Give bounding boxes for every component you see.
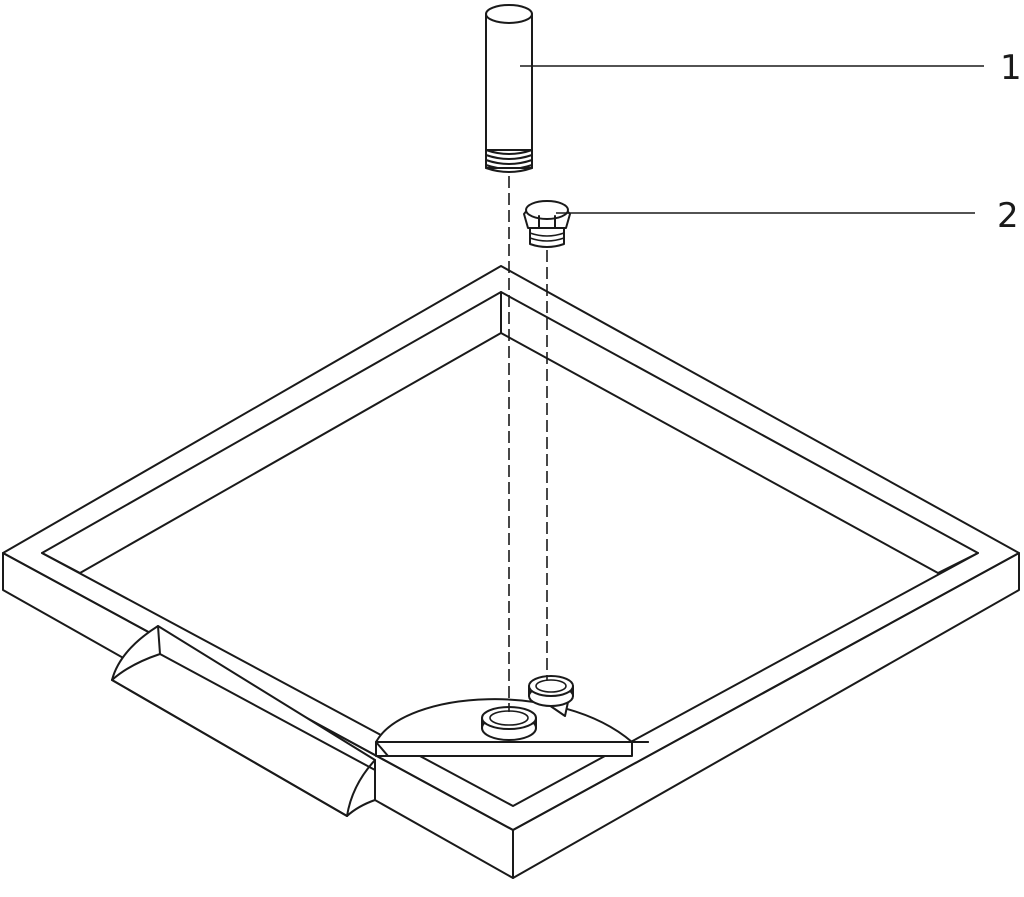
socket-2 — [528, 675, 574, 717]
callout-2-label: 2 — [997, 196, 1019, 236]
part-2-plug — [523, 200, 571, 248]
tray-outer-rim — [2, 265, 1020, 831]
callout-1-label: 1 — [1000, 48, 1022, 88]
tray-handle — [111, 625, 376, 817]
tray — [2, 265, 1020, 879]
tray-inner-rim — [41, 291, 979, 807]
socket-1 — [481, 706, 537, 741]
part-1-pipe — [485, 4, 533, 173]
